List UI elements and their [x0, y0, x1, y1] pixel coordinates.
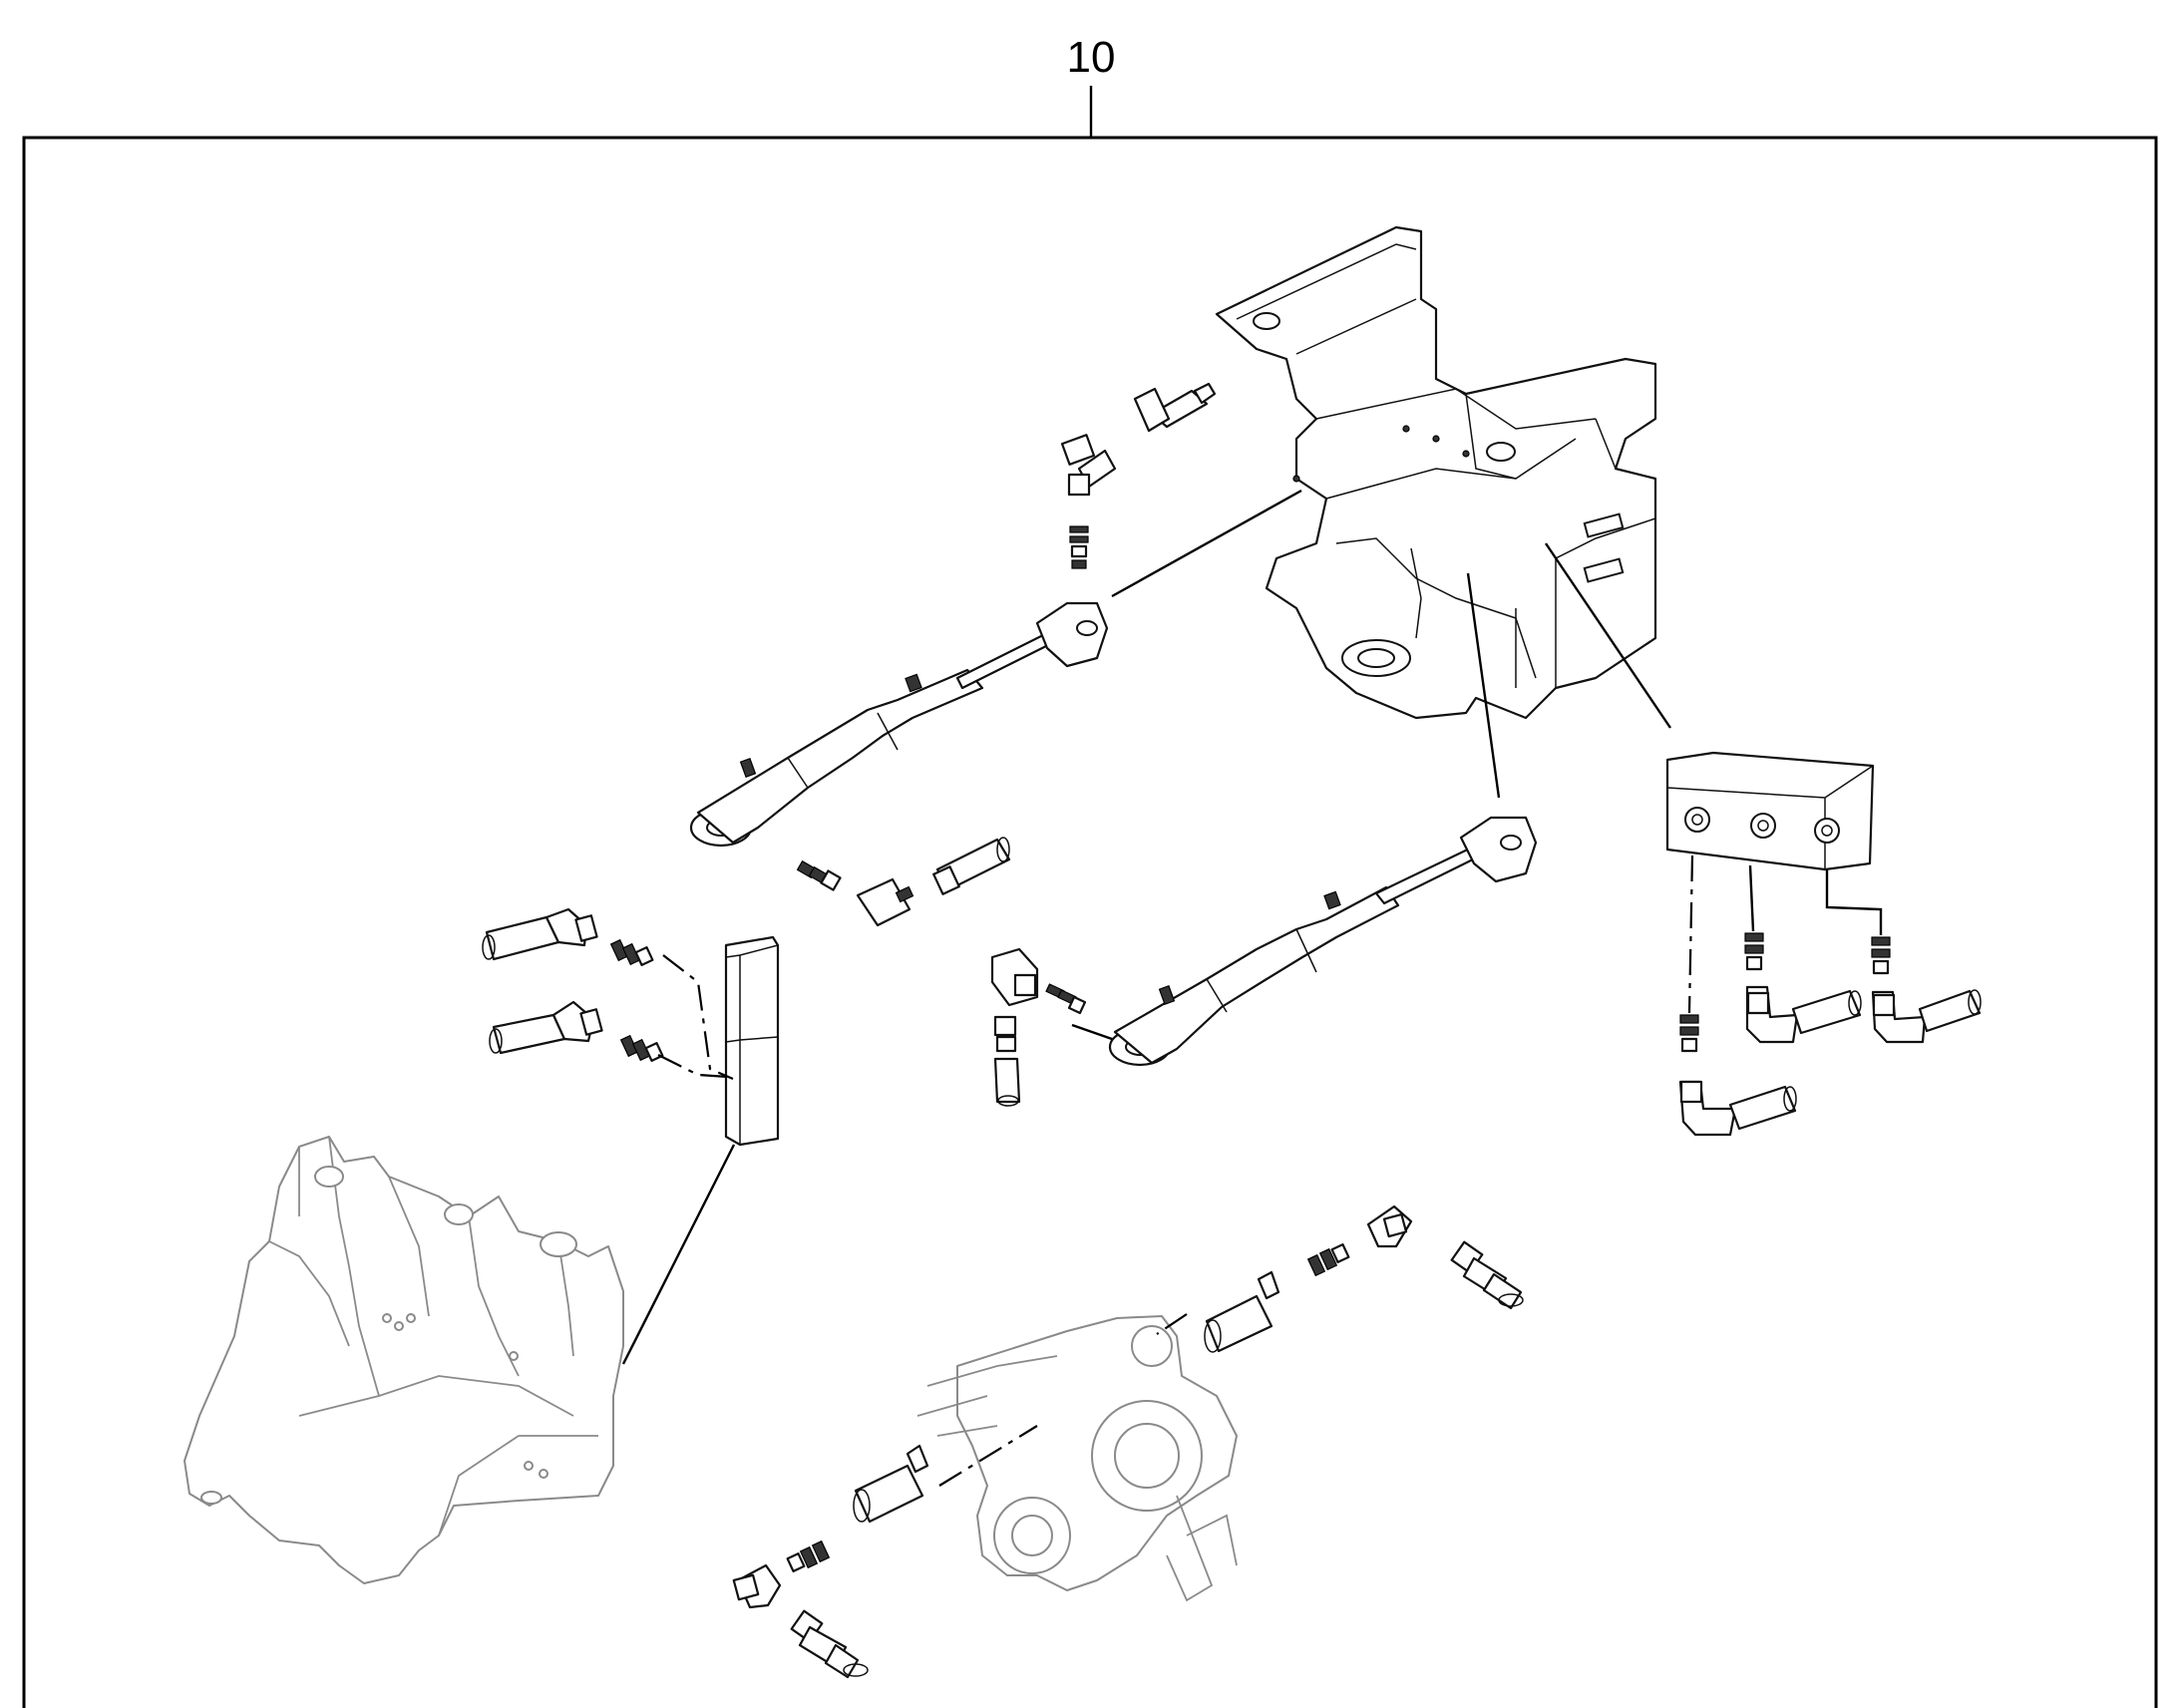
hose-assembly-cylinder-base [796, 837, 1011, 927]
axle-housing [916, 1315, 1238, 1602]
hose-assembly-left [482, 907, 664, 1062]
distribution-block [1665, 751, 1875, 871]
hose-assembly-top [1060, 382, 1217, 569]
hose-assembly-right [1678, 932, 1982, 1137]
hose-assembly-axle-upper [1204, 1204, 1524, 1353]
callout-number: 10 [1067, 33, 1116, 82]
junction-block [724, 935, 780, 1147]
hydraulic-cylinder-upper [689, 601, 1109, 848]
hose-assembly-axle-lower [732, 1444, 929, 1679]
hose-assembly-center [990, 947, 1087, 1107]
leader-lines [621, 489, 1883, 1487]
front-frame [183, 1136, 624, 1584]
rear-frame [1215, 225, 1657, 720]
hydraulic-cylinder-lower [1108, 816, 1538, 1067]
assembly-boundary [22, 136, 2158, 1708]
